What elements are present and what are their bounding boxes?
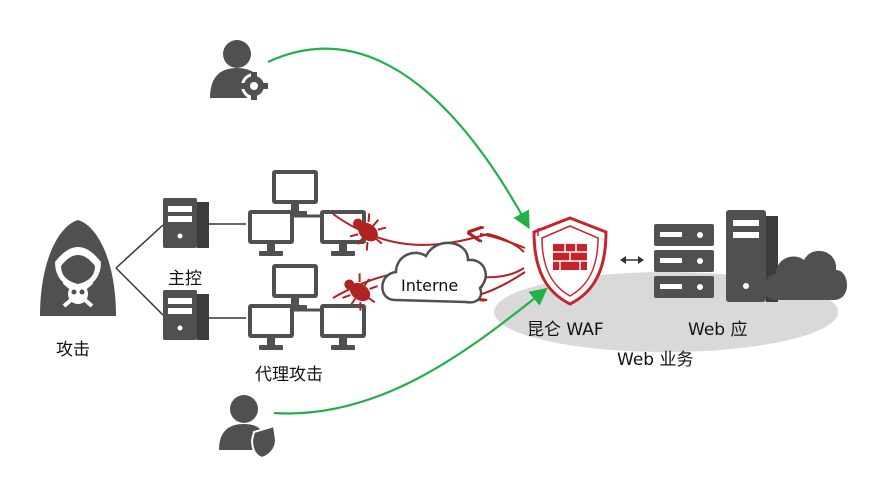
admin-user-icon <box>210 40 268 100</box>
computer-cluster-icon <box>248 170 366 256</box>
blocked-arrow-bottom <box>482 271 526 294</box>
internet-label: Interne <box>401 276 459 295</box>
web-business-label: Web 业务 <box>617 350 694 370</box>
server-icon <box>163 290 209 340</box>
legit-traffic-arrow-top <box>267 47 530 230</box>
cloud-icon <box>381 241 487 304</box>
legit-traffic-arrow-bottom <box>273 287 548 415</box>
link-attacker-master-bottom <box>115 267 164 316</box>
server-icon <box>163 198 209 248</box>
proxy-attack-label: 代理攻击 <box>255 365 323 385</box>
web-server-icon <box>654 210 847 302</box>
blocked-arrow-top <box>480 234 526 249</box>
bidirectional-link <box>620 256 644 264</box>
waf-shield-icon <box>532 216 608 306</box>
attacker-label: 攻击 <box>56 340 90 360</box>
computer-cluster-icon <box>248 264 366 350</box>
link-attacker-master-top <box>115 224 164 269</box>
master-label: 主控 <box>168 269 202 289</box>
attacker-hacker-icon <box>40 220 116 316</box>
protected-user-icon <box>219 395 278 460</box>
waf-label: 昆仑 WAF <box>527 320 604 340</box>
web-app-label: Web 应 <box>688 320 748 340</box>
